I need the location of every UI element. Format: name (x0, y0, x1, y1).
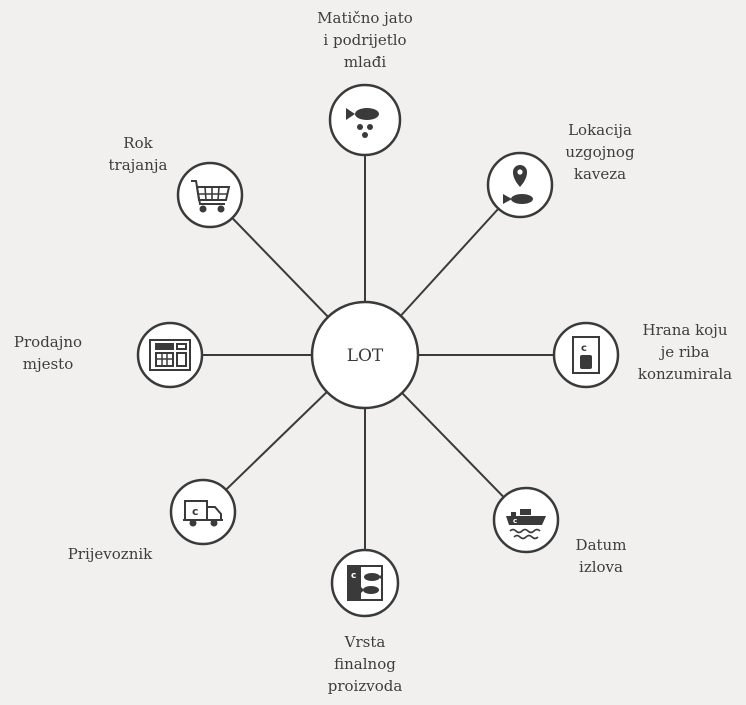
fish-eggs-icon (346, 108, 379, 138)
location-fish-icon (503, 165, 533, 204)
node-top-left (176, 161, 244, 229)
store-icon (149, 339, 191, 371)
node-left (136, 321, 204, 389)
lot-label: LOT (347, 346, 384, 366)
node-top-right (486, 151, 554, 219)
label-bottom-left: Prijevoznik (67, 545, 153, 563)
node-top (328, 83, 402, 157)
svg-text:c: c (192, 505, 199, 518)
node-right: c (552, 321, 620, 389)
svg-text:c: c (351, 571, 356, 581)
node-bottom: c (330, 548, 400, 618)
delivery-truck-icon: c (183, 500, 223, 527)
svg-text:c: c (581, 343, 587, 354)
fish-package-icon: c (347, 565, 383, 601)
feed-bag-icon: c (572, 336, 600, 374)
node-bottom-left: c (169, 478, 237, 546)
node-bottom-right: c (492, 486, 560, 554)
lot-node: LOT (310, 300, 420, 410)
svg-text:c: c (513, 517, 517, 525)
fishing-boat-icon: c (506, 509, 546, 540)
shopping-cart-icon (191, 180, 231, 213)
